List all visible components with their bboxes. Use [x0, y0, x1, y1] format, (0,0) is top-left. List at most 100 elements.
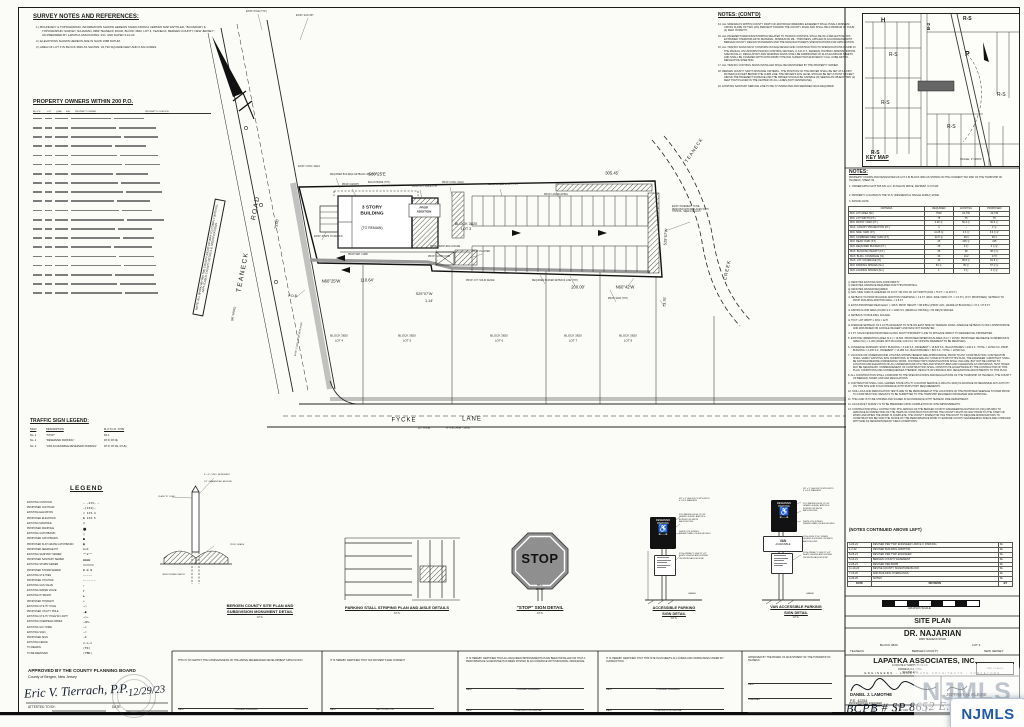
plan-callout: PROP. 2 FT. ROOF O.H. — [412, 186, 438, 188]
legend-item: EXISTING OVERHEAD WIRES—OH— — [27, 619, 109, 624]
van-callout: 3/8" x 3" LAG BOLTS WITH NUTS & LOCK WAS… — [803, 488, 834, 493]
accessible-callout: R7-8 PARKING SIGN 12"x18" GREEN LEGEND, … — [679, 514, 706, 523]
arrow-icon: ◄──► — [778, 515, 790, 519]
key-map-zone-label: P — [965, 51, 970, 58]
lot-label: LOT 3 — [460, 226, 472, 231]
notes-lower-item: ⑥ AVERAGE SETBACK OF 4 LOTS ADJACENT TO … — [848, 324, 1010, 331]
parking-label: PARKING — [657, 522, 669, 525]
bearing-label: S29°07'W — [415, 291, 433, 296]
owners-col: BLOCK — [33, 111, 41, 113]
county-approval-title: APPROVED BY THE COUNTY PLANNING BOARD — [28, 668, 136, 673]
van-callout: R7-8a SIGN 12"x6" GREEN LEGEND & BORDER … — [803, 536, 833, 543]
survey-notes-title: SURVEY NOTES AND REFERENCES: — [33, 14, 139, 20]
legend-item: TO BE REMOVED(TBR) — [27, 650, 109, 655]
plan-callout: PROP. FLUSH CURB — [428, 256, 451, 258]
key-map-subject-parcel — [917, 80, 955, 92]
legend-symbol-icon: —··—··— — [83, 578, 96, 583]
building-label: BUILDING — [360, 211, 384, 217]
owners-col: B.A. — [66, 111, 71, 113]
njmls-logo: NJMLS — [950, 698, 1024, 727]
legend-item: EXISTING FENCE✕—✕—✕ — [27, 640, 109, 645]
plan-callout: EXIST. CONC. WALK — [298, 166, 321, 168]
engineer1-license: P.E. 42254 — [850, 698, 868, 703]
legend-title: LEGEND — [70, 485, 104, 492]
traffic-row: No. 1"STOP"R1-1 — [30, 433, 110, 437]
client-state: NEW JERSEY — [984, 649, 1004, 653]
prop-addition-label: PROP. — [419, 205, 429, 210]
legend-symbol-icon: ▬ ▬ ▬ — [83, 568, 93, 573]
owners-row — [33, 114, 211, 123]
owners-row — [33, 252, 211, 261]
distance-label: 1.14' — [424, 298, 434, 303]
legend-item: PROPOSED CONTOUR—[134]— — [27, 505, 109, 510]
monument-callout: PROP. GRADE — [230, 544, 245, 546]
plan-callout: PROP. 4 FT. SOLID FENCE — [466, 280, 495, 282]
key-map-zone-label: R-S — [963, 16, 972, 22]
owners-row — [33, 270, 211, 279]
legend-symbol-icon: ■ — [83, 536, 85, 541]
stop-detail-nts: N.T.S. — [536, 612, 544, 615]
zoning-footnote: Ⓥ DENOTES VARIANCE REQUIRED FOR THIS PRO… — [848, 284, 918, 288]
owners-col: PROPERTY OWNER — [75, 111, 96, 113]
notes-lower-item: 7. LOCATION OF UNDERGROUND UTILITIES SHO… — [848, 353, 1010, 372]
distance-label: 110.64' — [360, 277, 374, 283]
monument-callout: 4" x 4" CONC. MONUMENT — [204, 474, 231, 476]
penalty-sign — [654, 555, 676, 576]
planning-board-stamp — [112, 674, 156, 718]
van-accessible-plaque: VAN ACCESSIBLE — [763, 536, 803, 552]
owners-row — [33, 142, 211, 151]
reserved-label: RESERVED — [776, 502, 792, 505]
van-callout: WHITE (ON) SYMBOL (WHEELCHAIR) ON A BLUE… — [803, 521, 835, 526]
legend-item: PROPOSED CATCHBASIN■ — [27, 536, 109, 541]
owners-row — [33, 160, 211, 169]
parking-label: PARKING — [778, 505, 790, 508]
graphic-scale-label: GRAPHIC SCALE — [908, 606, 931, 610]
legend-symbol-icon: —OH— — [83, 619, 91, 624]
monument-detail-nts: N.T.S. — [256, 616, 264, 619]
certification-text: THIS IS TO CERTIFY THE COMPLETENESS OF T… — [178, 659, 303, 662]
reserved-parking-sign: RESERVED PARKING ♿ ◄──► — [650, 517, 676, 549]
stop-detail-title: "STOP" SIGN DETAIL — [516, 605, 564, 610]
survey-note: 1.) BOUNDARY & TOPOGRAPHIC INFORMATION S… — [36, 25, 216, 37]
plan-callout: EXIST. POLE (TYP.) — [246, 11, 267, 13]
legend-item: EXISTING ELEVATION✕ 133.4 — [27, 510, 109, 515]
legend-symbol-icon: (TBR) — [83, 651, 93, 656]
legend-symbol-icon: ══════ — [83, 562, 94, 567]
legend-item: EXISTING HYDRANT✚ — [27, 593, 109, 598]
stop-sign-text: STOP — [521, 551, 559, 566]
plan-callout: EXIST. PAVEMENT TO BE REMOVED AND REPLAC… — [672, 206, 709, 214]
key-map-scale: SCALE: 1"=200'± — [960, 157, 982, 161]
legend-symbol-icon: —▰ — [83, 635, 87, 640]
legend-item: EXISTING UTILITIES—·—·— — [27, 573, 109, 578]
legend-item: EXISTING GAS VALVE⊦ — [27, 583, 109, 588]
bearing-label: S60°25'E — [368, 171, 386, 177]
key-map-zone-label: R-S — [889, 52, 898, 58]
legend-item: EXISTING STORM SEWER══════ — [27, 562, 109, 567]
fycke-lane-label: LANE — [462, 416, 482, 423]
legend-symbol-icon: ▣ — [83, 542, 85, 547]
legend-item: PROPOSED ELEVATION⊞ 134.5 — [27, 516, 109, 521]
owners-row — [33, 169, 211, 178]
key-map-zone-label: R-S — [947, 124, 956, 130]
traffic-arrow-icon — [336, 255, 345, 261]
south-lot-label: BLOCK 3820 — [330, 333, 348, 338]
traffic-arrow-icon — [598, 230, 607, 236]
legend-item: PROPOSED SIGN—▰ — [27, 635, 109, 640]
block-label: BLOCK 3820 — [454, 221, 478, 226]
plan-callout: EXIST. SAN. MH — [296, 15, 314, 17]
owners-row — [33, 188, 211, 197]
notes-contd-item: 14. ALL SIDEWALKS WITHIN COUNTY RIGHT-OF… — [718, 23, 855, 33]
van-reserved-parking-sign: RESERVED PARKING ♿ ◄──► — [771, 500, 797, 532]
sheet-title: SITE PLAN — [914, 618, 951, 625]
south-lot-label: LOT 8 — [623, 338, 633, 343]
